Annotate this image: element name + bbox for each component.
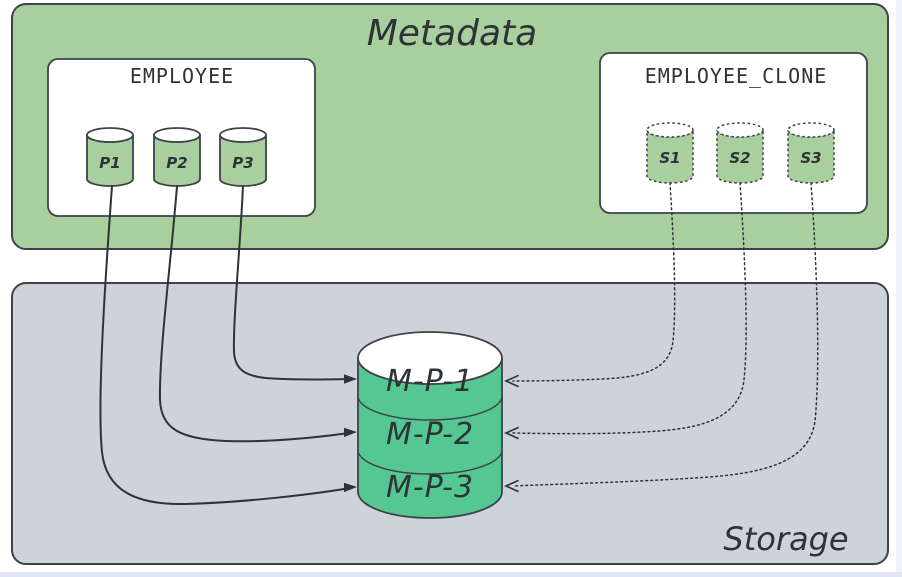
page-bottom-edge (0, 572, 902, 577)
arrowhead-icon (504, 479, 519, 493)
cylinder-top (716, 122, 764, 138)
arrow-line (158, 185, 350, 443)
partition-cylinder-p3: P3 (219, 127, 267, 187)
segment-label-mp3: M-P-3 (386, 470, 474, 505)
arrow-line (232, 185, 350, 381)
storage-cylinder: M-P-1 M-P-2 M-P-3 (357, 331, 503, 519)
cylinder-top (86, 127, 134, 143)
arrow-s3-to-mp3 (504, 182, 819, 493)
arrow-line (512, 182, 819, 487)
cylinder-top (219, 127, 267, 143)
segment-divider (357, 449, 503, 475)
storage-cylinder-top (357, 331, 503, 385)
arrowhead-icon (344, 374, 357, 384)
partition-cylinder-s1: S1 (646, 122, 694, 184)
employee-clone-table-title: EMPLOYEE_CLONE (645, 64, 828, 88)
segment-divider (357, 395, 503, 421)
partition-label: P2 (166, 154, 187, 172)
arrow-s2-to-mp2 (504, 182, 747, 440)
partition-cylinder-p2: P2 (153, 127, 201, 187)
partition-label: P1 (99, 154, 120, 172)
arrow-s1-to-mp1 (504, 182, 676, 388)
cylinder-body (716, 129, 764, 184)
arrow-p2-to-mp2 (158, 185, 357, 443)
arrowhead-icon (344, 427, 357, 438)
metadata-panel-title: Metadata (367, 13, 537, 54)
arrowhead-icon (504, 426, 519, 440)
partition-label: S2 (729, 149, 750, 167)
cylinder-body (787, 129, 835, 184)
partition-cylinder-s3: S3 (787, 122, 835, 184)
storage-panel-title: Storage (723, 520, 848, 558)
partition-label: P3 (232, 154, 253, 172)
arrowhead-icon (344, 482, 357, 493)
segment-label-mp2: M-P-2 (386, 417, 474, 452)
cylinder-top (153, 127, 201, 143)
partition-cylinder-s2: S2 (716, 122, 764, 184)
partition-cylinder-p1: P1 (86, 127, 134, 187)
arrow-p1-to-mp3 (99, 185, 357, 506)
arrowhead-icon (504, 374, 519, 388)
cylinder-body (646, 129, 694, 184)
arrow-line (512, 182, 676, 382)
cylinder-top (646, 122, 694, 138)
partition-label: S1 (659, 149, 680, 167)
page-right-edge (896, 0, 902, 577)
cylinder-top (787, 122, 835, 138)
arrow-line (99, 185, 351, 506)
arrow-p3-to-mp1 (232, 185, 357, 384)
employee-table-title: EMPLOYEE (130, 64, 234, 88)
segment-label-mp1: M-P-1 (386, 364, 474, 399)
partition-label: S3 (800, 149, 821, 167)
